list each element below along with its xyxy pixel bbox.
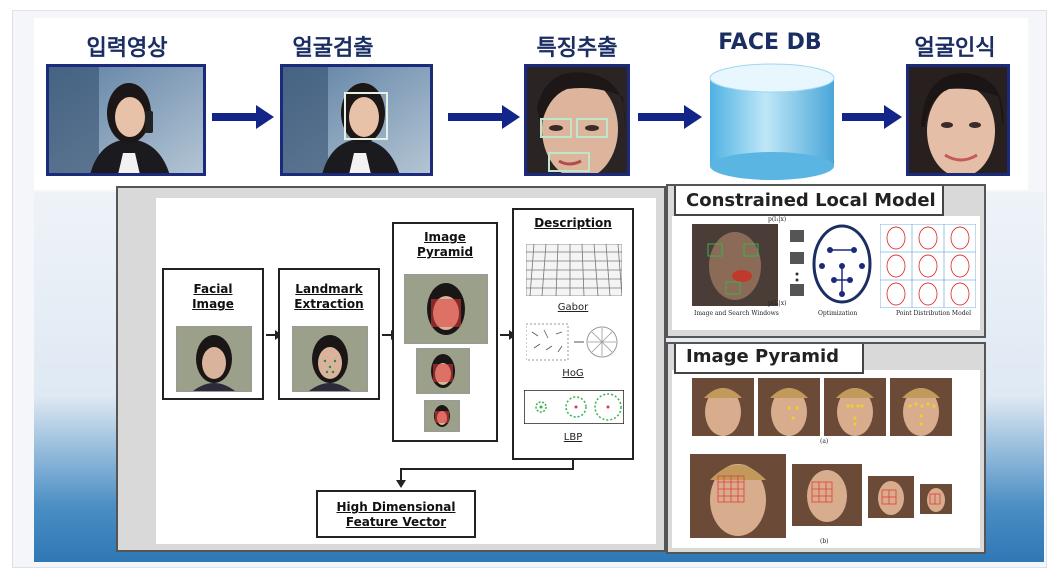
clm-caption-1: Image and Search Windows: [694, 310, 779, 317]
pyramid-level-1-thumb: [404, 274, 488, 344]
connector-line: [572, 460, 574, 470]
stage-title-input: 입력영상: [86, 36, 168, 61]
input-image-photo: [46, 64, 206, 176]
arrow-icon: [500, 330, 516, 340]
step-high-dimensional-vector: High Dimensional Feature Vector: [316, 490, 476, 538]
arrow-icon: [638, 105, 702, 129]
step-label: Description: [534, 216, 612, 230]
step-label: Facial Image: [192, 282, 234, 311]
pyramid-level-2-thumb: [416, 348, 470, 394]
recognized-face-photo: [906, 64, 1010, 176]
clm-prob-label-1: p(l₁|x): [768, 216, 787, 223]
clm-panel: Constrained Local Model Image and Search…: [666, 184, 986, 338]
clm-caption-3: Point Distribution Model: [896, 310, 971, 317]
step-label: High Dimensional Feature Vector: [336, 500, 456, 529]
pyramid-title-box: [674, 344, 864, 374]
connector-line: [400, 468, 574, 470]
stage-title-feature: 특징추출: [536, 36, 618, 61]
pyramid-row-a: [692, 378, 952, 438]
stage-title-recognition: 얼굴인식: [914, 36, 996, 61]
clm-face-image: [692, 224, 778, 306]
feature-flow-diagram: Facial Image Landmark Extraction Image P…: [116, 186, 666, 552]
landmark-thumb: [292, 326, 368, 392]
step-landmark-extraction: Landmark Extraction: [278, 268, 380, 400]
stage-title-detection: 얼굴검출: [292, 36, 374, 61]
clm-point-distribution-grid: [879, 223, 977, 309]
hog-label: HoG: [562, 368, 584, 379]
face-db-cylinder-icon: [706, 62, 838, 182]
step-facial-image: Facial Image: [162, 268, 264, 400]
feature-extraction-photo: [524, 64, 630, 176]
lbp-label: LBP: [563, 432, 583, 443]
arrow-down-icon: [396, 480, 406, 488]
clm-caption-2: Optimization: [818, 310, 858, 317]
image-pyramid-panel: Image Pyramid (a) (b): [666, 342, 986, 554]
arrow-icon: [212, 105, 274, 129]
pyramid-title: Image Pyramid: [686, 346, 840, 367]
arrow-icon: [448, 105, 520, 129]
step-description: Description Gabor HoG: [512, 208, 634, 460]
clm-title-box: [674, 186, 944, 216]
gabor-filter-icon: [525, 243, 623, 297]
stage-title-facedb: FACE DB: [718, 30, 822, 55]
facial-image-thumb: [176, 326, 252, 392]
pyramid-caption-a: (a): [820, 438, 829, 445]
gabor-label: Gabor: [557, 302, 589, 313]
arrow-icon: [382, 330, 398, 340]
hog-icon: [525, 322, 622, 362]
lbp-icon: [523, 389, 625, 425]
pyramid-row-b: [690, 454, 952, 538]
step-label: Image Pyramid: [416, 230, 474, 259]
clm-prob-label-n: p(lₙ|x): [768, 300, 787, 307]
clm-response-maps: [786, 228, 808, 298]
connector-line: [400, 468, 402, 482]
step-image-pyramid: Image Pyramid: [392, 222, 498, 442]
pyramid-level-3-thumb: [424, 400, 460, 432]
face-detection-photo: [280, 64, 433, 176]
pyramid-caption-b: (b): [820, 538, 829, 545]
step-label: Landmark Extraction: [294, 282, 364, 311]
arrow-icon: [842, 105, 902, 129]
arrow-icon: [266, 330, 282, 340]
clm-title: Constrained Local Model: [686, 190, 936, 211]
clm-optimization-mesh: [810, 220, 874, 308]
